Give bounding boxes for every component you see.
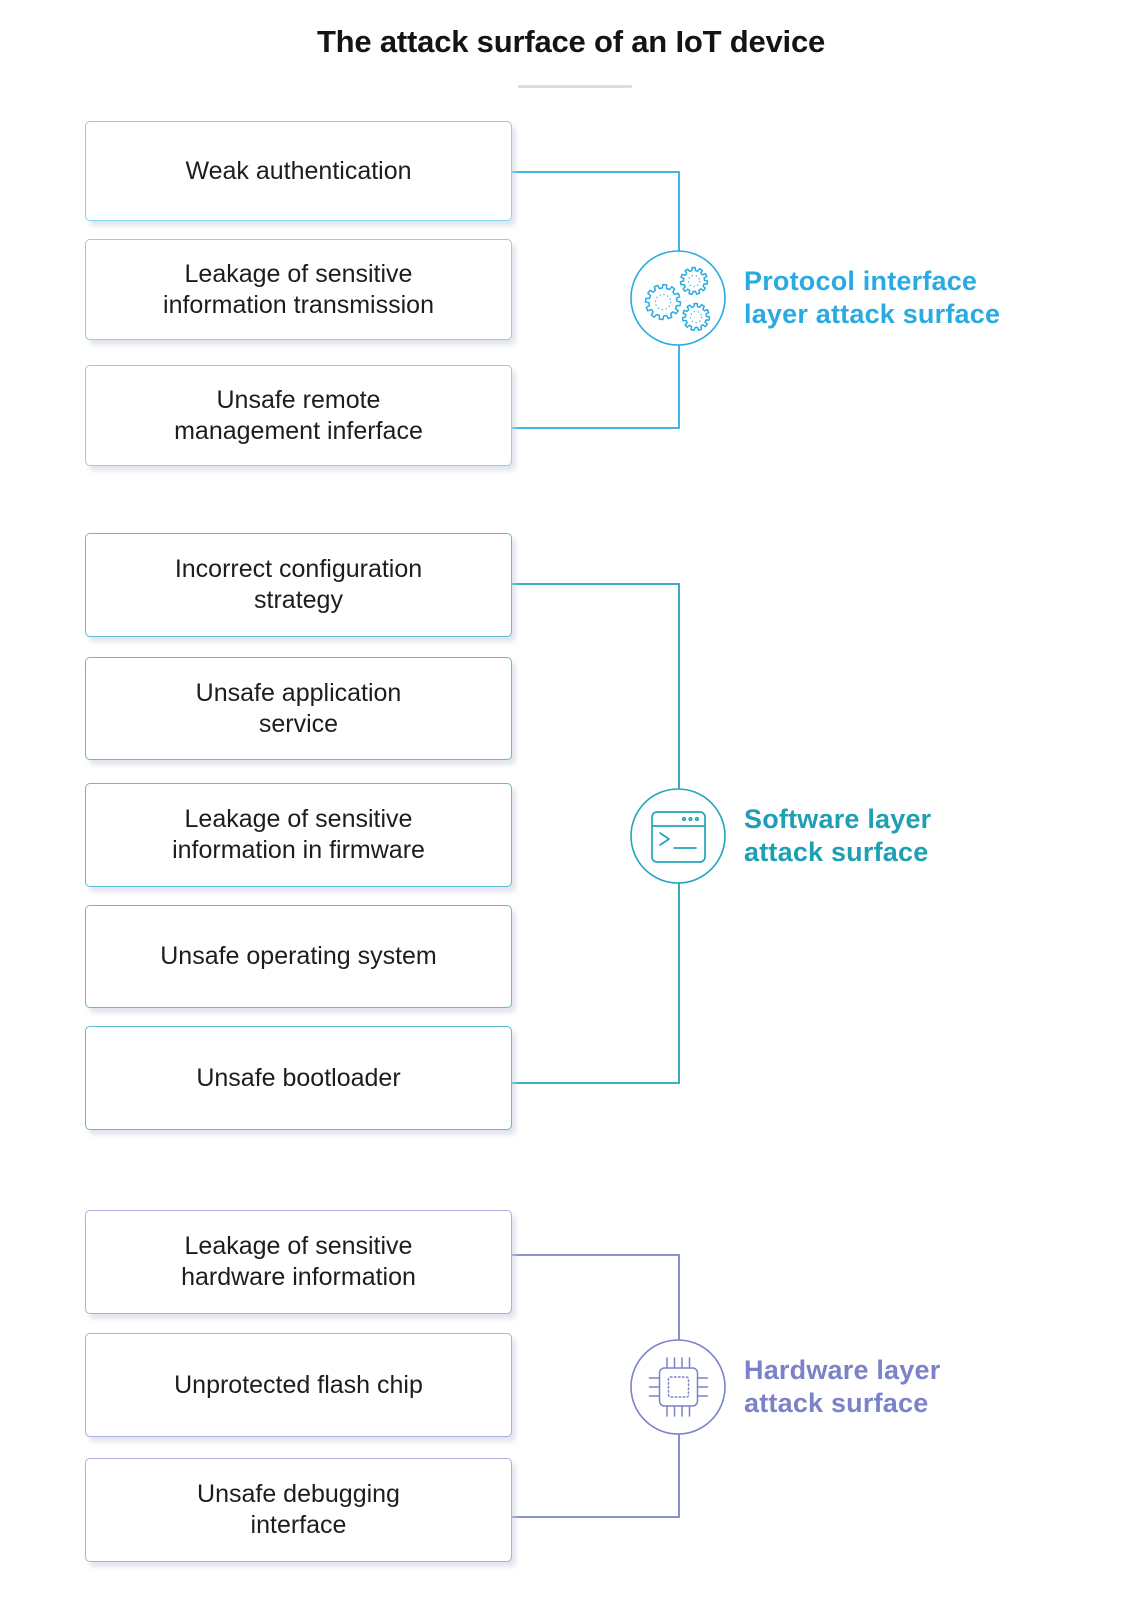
- attack-box-operating-system: Unsafe operating system: [85, 905, 512, 1008]
- software-icon-circle: [630, 788, 726, 884]
- chip-icon: [648, 1357, 709, 1417]
- attack-box-application-service: Unsafe application service: [85, 657, 512, 760]
- attack-box-leakage-transmission: Leakage of sensitive information transmi…: [85, 239, 512, 340]
- protocol-layer-label: Protocol interface layer attack surface: [744, 266, 1001, 329]
- gear-inner-dots: [689, 310, 703, 324]
- attack-box-flash-chip: Unprotected flash chip: [85, 1333, 512, 1437]
- gear-inner-dots: [687, 274, 701, 288]
- terminal-icon: [651, 811, 706, 863]
- attack-box-leakage-firmware: Leakage of sensitive information in firm…: [85, 783, 512, 887]
- software-layer-label: Software layer attack surface: [744, 804, 932, 867]
- gears-icon: [644, 266, 711, 332]
- attack-box-configuration-strategy: Incorrect configuration strategy: [85, 533, 512, 637]
- attack-box-bootloader: Unsafe bootloader: [85, 1026, 512, 1130]
- attack-box-weak-authentication: Weak authentication: [85, 121, 512, 221]
- page-title: The attack surface of an IoT device: [316, 24, 826, 59]
- attack-box-leakage-hardware: Leakage of sensitive hardware informatio…: [85, 1210, 512, 1314]
- title-divider: [518, 85, 632, 88]
- attack-box-debugging-interface: Unsafe debugging interface: [85, 1458, 512, 1562]
- hardware-layer-label: Hardware layer attack surface: [744, 1355, 941, 1418]
- hardware-icon-circle: [630, 1339, 726, 1435]
- attack-box-remote-management: Unsafe remote management inferface: [85, 365, 512, 466]
